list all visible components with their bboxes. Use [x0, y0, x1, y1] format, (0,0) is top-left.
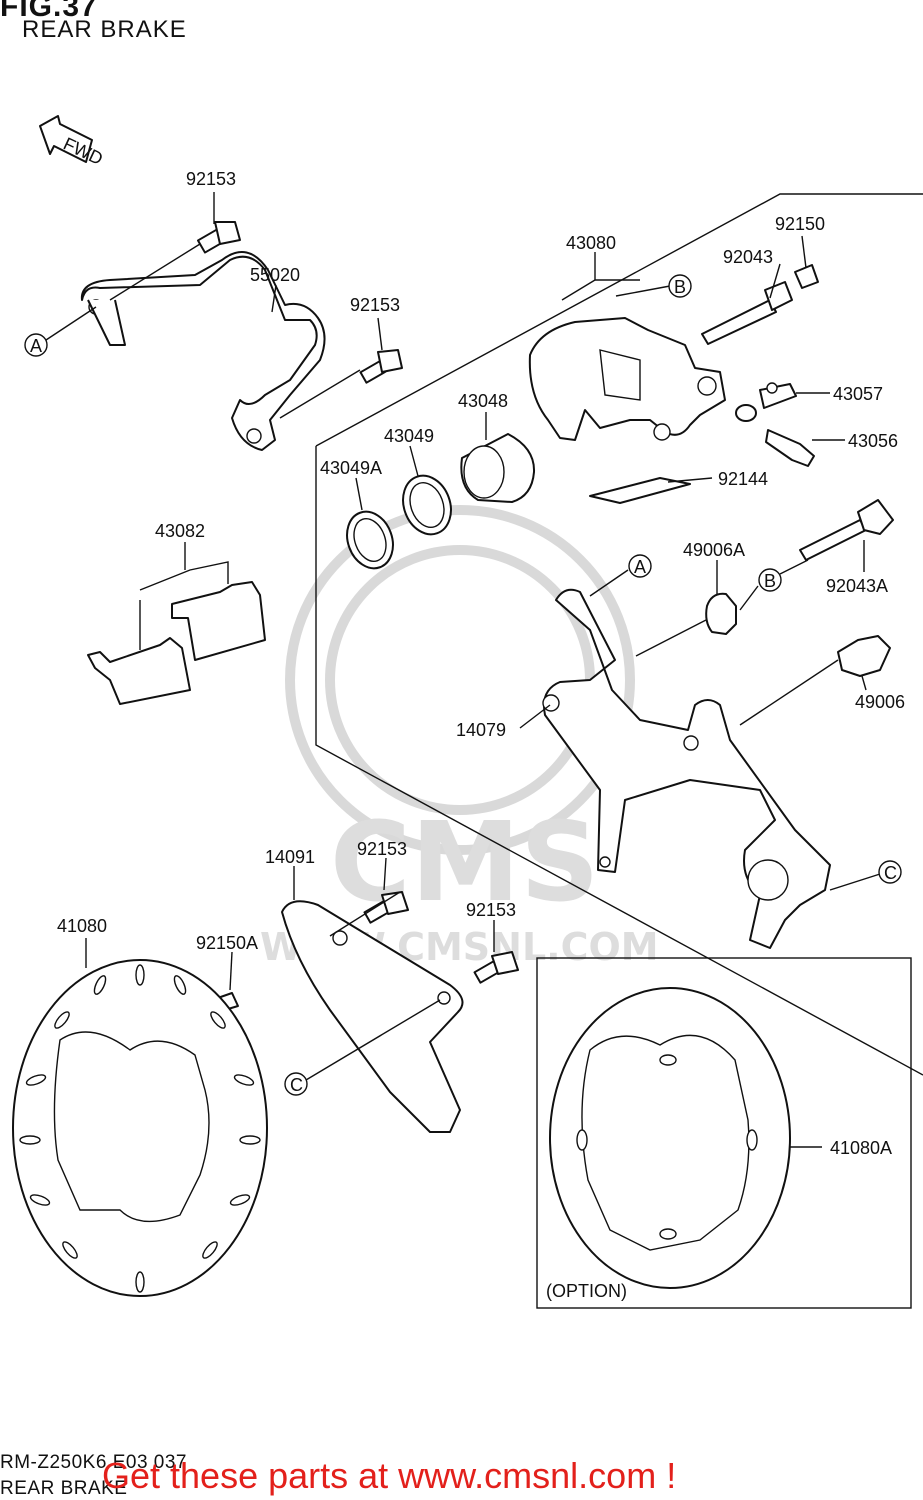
footer-title: REAR BRAKE	[0, 1478, 128, 1499]
option-brake-disc	[549, 987, 791, 1289]
figure-number: FIG.37	[0, 0, 98, 23]
option-box	[536, 957, 912, 1309]
part-label[interactable]: 43048	[458, 391, 508, 411]
part-label[interactable]: 49006	[855, 692, 905, 712]
pad-spring	[589, 477, 691, 504]
caliper-group-frame-bottom	[315, 446, 923, 1076]
caliper-piston	[460, 433, 536, 503]
brake-disc	[12, 959, 268, 1297]
bleeder-valve	[765, 429, 815, 467]
ref-b: B	[764, 571, 776, 591]
disc-guard	[281, 900, 464, 1133]
brake-pads	[87, 561, 266, 705]
caliper-group-frame-top	[315, 193, 923, 447]
caliper-pin	[701, 281, 793, 345]
part-label[interactable]: 92153	[466, 900, 516, 920]
part-labels: 92153 55020 92153 43080 92150 92043 4305…	[57, 169, 905, 1158]
fwd-arrow-icon: FWD	[39, 115, 106, 169]
part-label[interactable]: 41080	[57, 916, 107, 936]
cta-link[interactable]: Get these parts at www.cmsnl.com !	[102, 1455, 677, 1496]
part-label[interactable]: 14079	[456, 720, 506, 740]
ref-b: B	[674, 277, 686, 297]
ref-a: A	[30, 336, 42, 356]
part-label[interactable]: 49006A	[683, 540, 745, 560]
part-label[interactable]: 92043A	[826, 576, 888, 596]
part-label[interactable]: 92153	[350, 295, 400, 315]
dust-seal	[346, 510, 394, 570]
ref-callouts: A B A B C C	[24, 274, 902, 1096]
part-label[interactable]: 92153	[357, 839, 407, 859]
figure-title: REAR BRAKE	[22, 16, 187, 43]
part-label[interactable]: 14091	[265, 847, 315, 867]
part-label[interactable]: 92043	[723, 247, 773, 267]
part-label[interactable]: 43049	[384, 426, 434, 446]
banjo-fitting	[735, 382, 797, 422]
ref-c: C	[290, 1075, 303, 1095]
piston-seal	[402, 474, 452, 536]
pin-boot	[837, 635, 891, 677]
caliper-bracket	[542, 588, 831, 949]
watermark-brand: CMS	[330, 798, 599, 926]
part-label[interactable]: 41080A	[830, 1138, 892, 1158]
bolt-icon	[196, 221, 241, 254]
option-label: (OPTION)	[546, 1281, 627, 1301]
ref-c: C	[884, 863, 897, 883]
brake-pedal-bracket	[80, 251, 326, 451]
part-label[interactable]: 92150A	[196, 933, 258, 953]
ref-a: A	[634, 557, 646, 577]
bolt-icon	[473, 951, 519, 984]
rubber-boot	[705, 592, 737, 635]
part-label[interactable]: 43049A	[320, 458, 382, 478]
bolt-icon	[363, 891, 409, 924]
part-label[interactable]: 43080	[566, 233, 616, 253]
part-label[interactable]: 43082	[155, 521, 205, 541]
bracket-pin	[799, 499, 894, 561]
part-label[interactable]: 55020	[250, 265, 300, 285]
part-label[interactable]: 43056	[848, 431, 898, 451]
brake-caliper	[528, 317, 726, 441]
part-label[interactable]: 92144	[718, 469, 768, 489]
pin-plug	[794, 264, 819, 289]
leader-lines	[45, 192, 881, 1148]
part-label[interactable]: 92150	[775, 214, 825, 234]
part-label[interactable]: 43057	[833, 384, 883, 404]
part-label[interactable]: 92153	[186, 169, 236, 189]
diagram-code: RM-Z250K6 E03 037	[0, 1452, 187, 1473]
bolt-icon	[359, 349, 403, 384]
